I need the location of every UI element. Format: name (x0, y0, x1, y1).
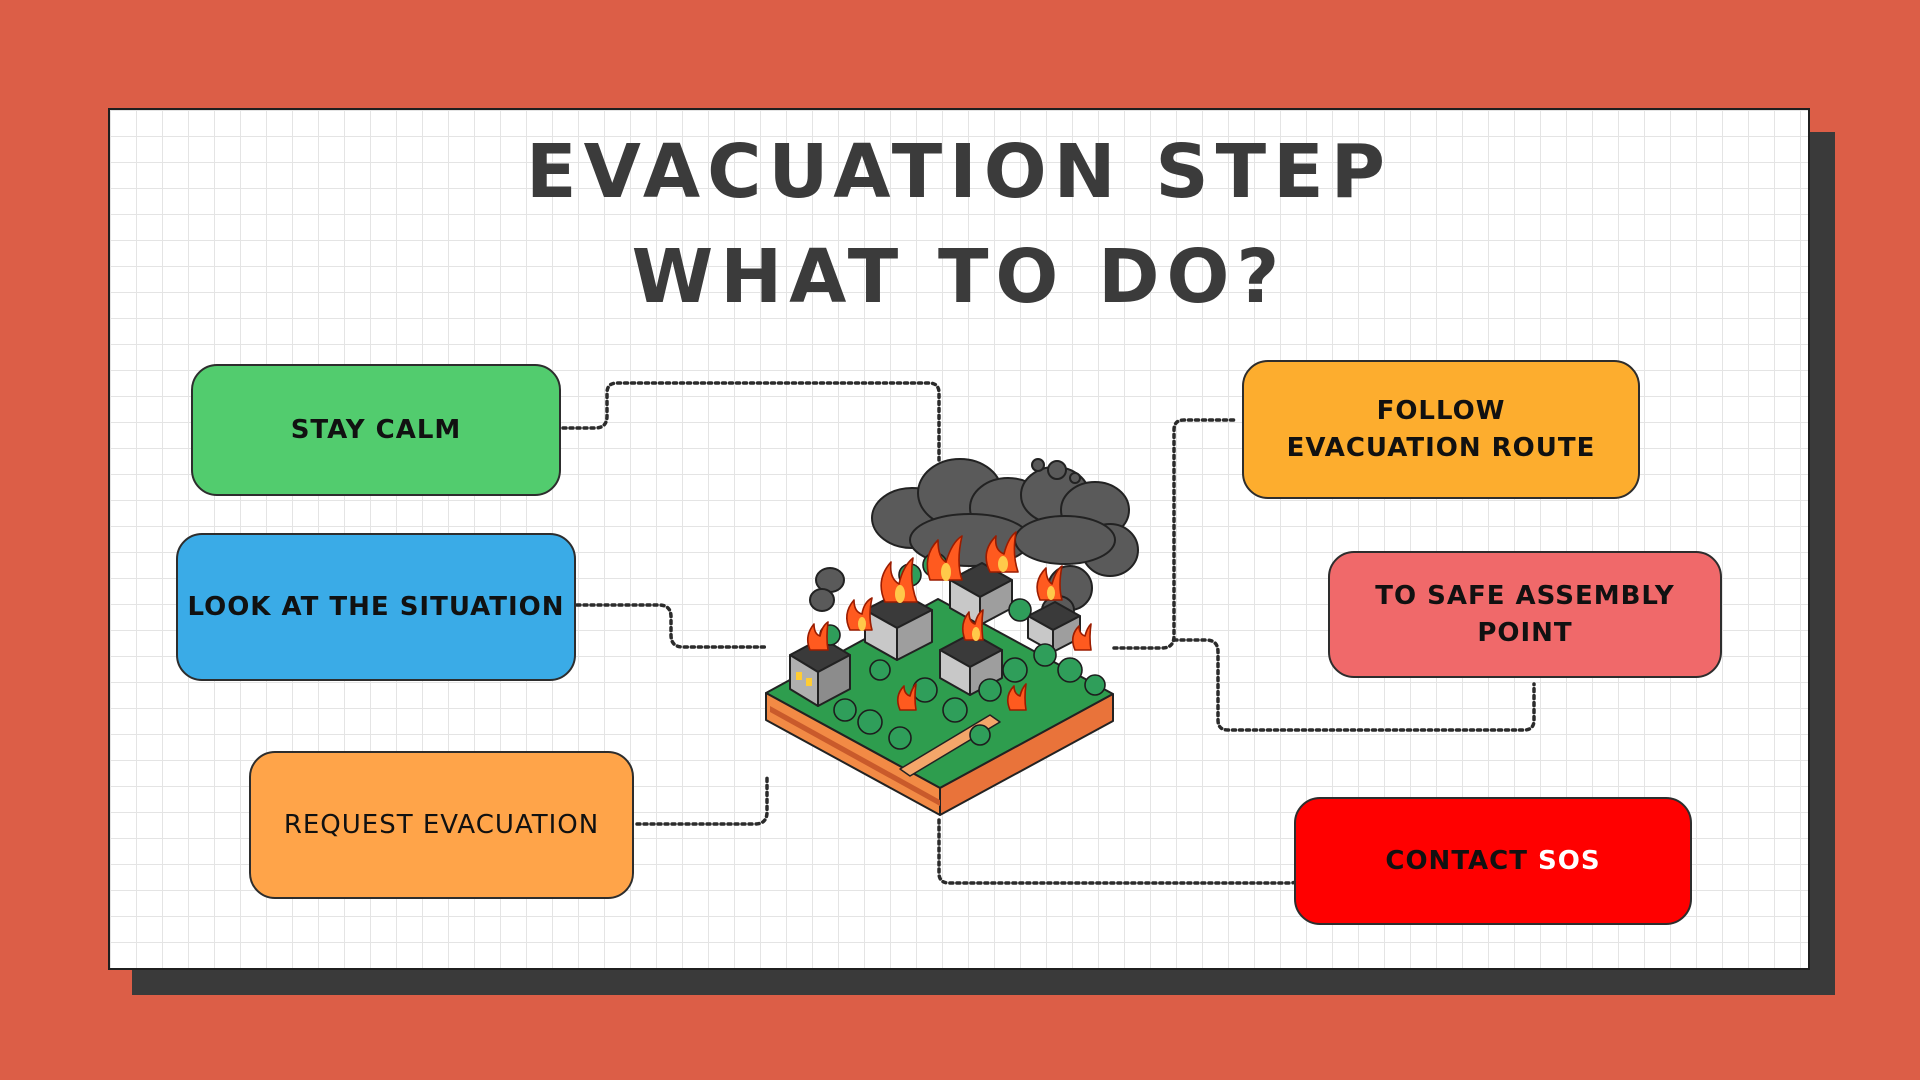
ground-block (765, 598, 1114, 816)
step-follow-route: FOLLOW EVACUATION ROUTE (1242, 360, 1640, 499)
step-stay-calm: STAY CALM (191, 364, 561, 496)
connector-follow-route (1112, 418, 1238, 650)
step-stay-calm-label: STAY CALM (290, 414, 462, 445)
connector-request-evacuation (635, 775, 769, 826)
connector-safe-assembly (1172, 638, 1536, 732)
connector-stay-calm (561, 381, 941, 462)
connector-look-situation (575, 603, 768, 649)
step-request-evacuation: REQUEST EVACUATION (249, 751, 634, 899)
diagram-card: EVACUATION STEP WHAT TO DO? STAY CALM LO… (108, 108, 1810, 970)
connector-lines (561, 381, 1536, 885)
step-look-situation: LOOK AT THE SITUATION (176, 533, 576, 681)
step-contact-sos: CONTACT SOS (1294, 797, 1692, 925)
step-look-situation-label: LOOK AT THE SITUATION (187, 591, 565, 622)
flame-cores (858, 556, 1055, 641)
step-safe-assembly-label: TO SAFE ASSEMBLY POINT (1375, 581, 1675, 648)
title-line-1: EVACUATION STEP (526, 129, 1392, 215)
step-request-evacuation-label: REQUEST EVACUATION (283, 809, 600, 840)
step-follow-route-label: FOLLOW EVACUATION ROUTE (1286, 396, 1596, 463)
title-line-2: WHAT TO DO? (631, 234, 1287, 320)
flames (806, 531, 1092, 711)
sos-highlight: SOS (1538, 845, 1601, 876)
burning-village-icon (765, 458, 1139, 816)
step-safe-assembly: TO SAFE ASSEMBLY POINT (1328, 551, 1722, 678)
houses (789, 562, 1081, 707)
step-contact-sos-label: CONTACT SOS (1385, 845, 1601, 876)
